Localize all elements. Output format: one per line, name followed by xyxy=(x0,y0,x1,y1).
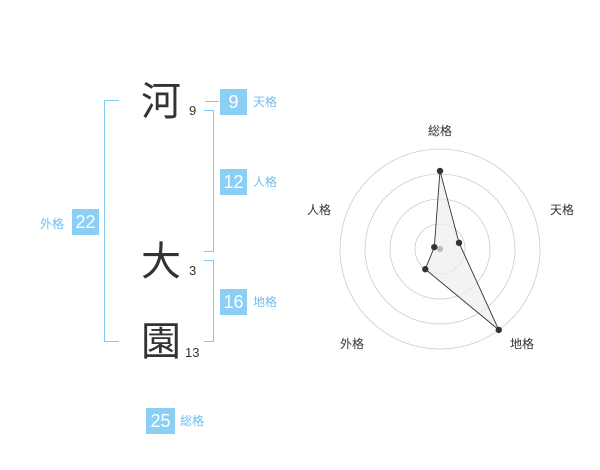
chikaku-bracket xyxy=(204,260,214,342)
gaikaku-bracket xyxy=(104,100,119,342)
soukaku-label: 総格 xyxy=(180,414,205,428)
tenkaku-value: 9 xyxy=(220,89,247,115)
radar-center-point xyxy=(437,246,443,252)
radar-axis-label-chikaku: 地格 xyxy=(510,337,535,351)
name-char-1: 河 xyxy=(141,79,181,125)
stroke-count-1: 9 xyxy=(189,103,197,118)
radar-axis-label-gaikaku: 外格 xyxy=(340,337,365,351)
jinkaku-value: 12 xyxy=(220,169,247,195)
radar-data-polygon xyxy=(424,170,500,331)
stroke-count-2: 3 xyxy=(189,263,197,278)
radar-data-point xyxy=(422,266,429,273)
radar-axis-label-jinkaku: 人格 xyxy=(307,203,332,217)
gaikaku-label: 外格 xyxy=(40,217,65,231)
jinkaku-label: 人格 xyxy=(253,175,278,189)
tenkaku-label: 天格 xyxy=(253,95,278,109)
stroke-count-3: 13 xyxy=(185,345,200,360)
name-char-2: 大 xyxy=(141,239,181,285)
chikaku-value: 16 xyxy=(220,289,247,315)
radar-grid-ring xyxy=(339,148,541,350)
radar-data-point xyxy=(495,326,502,334)
name-char-3: 園 xyxy=(141,319,181,365)
gaikaku-value: 22 xyxy=(72,209,99,235)
radar-axis-label-soukaku: 総格 xyxy=(428,124,453,138)
tenkaku-connector xyxy=(205,101,219,102)
soukaku-value: 25 xyxy=(146,408,175,434)
radar-data-point xyxy=(436,167,444,175)
radar-axis-label-tenkaku: 天格 xyxy=(550,203,575,217)
chikaku-label: 地格 xyxy=(253,295,278,309)
radar-data-point xyxy=(431,243,438,251)
jinkaku-bracket xyxy=(204,110,214,252)
radar-data-point xyxy=(455,239,463,247)
